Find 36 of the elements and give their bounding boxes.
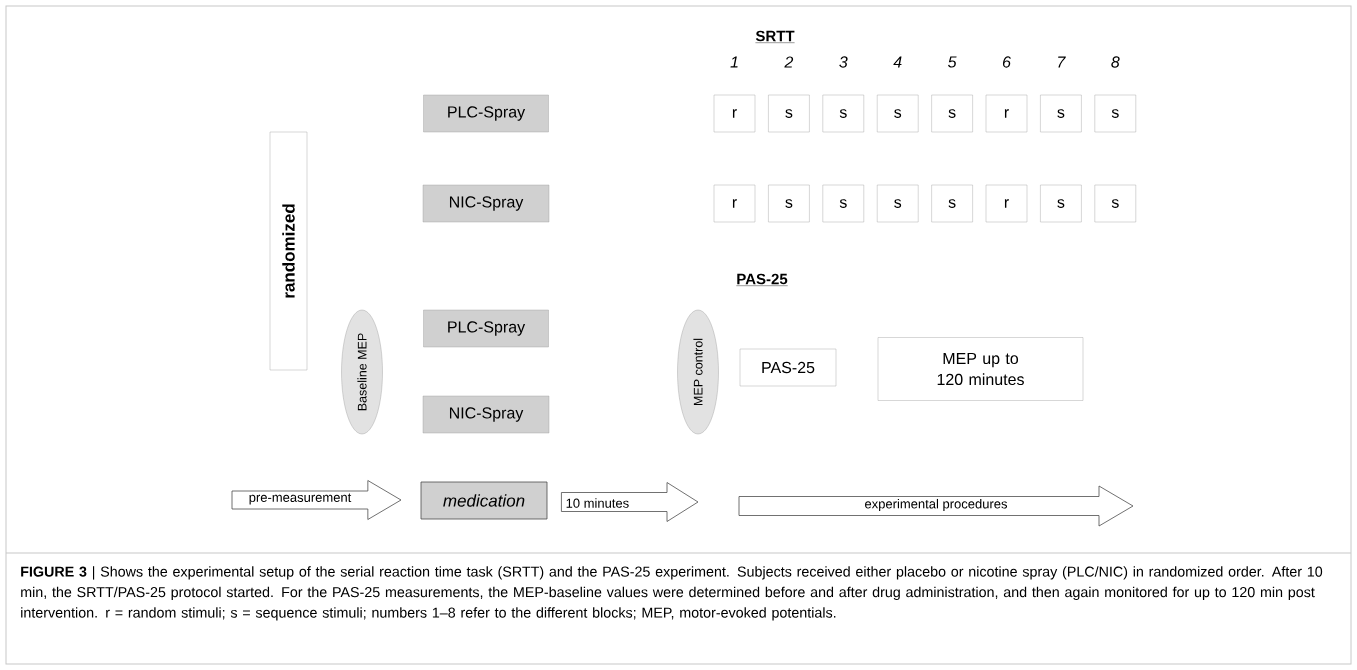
block-box: s xyxy=(877,184,919,223)
block-box: s xyxy=(822,184,864,223)
block-number: 4 xyxy=(893,56,902,68)
block-box: r xyxy=(713,94,756,133)
randomized-box: randomized xyxy=(269,131,308,371)
block-box: r xyxy=(985,94,1028,133)
block-box: s xyxy=(1094,184,1136,223)
block-box: s xyxy=(768,184,810,223)
block-box: s xyxy=(1040,184,1082,223)
edge-label: 10 minutes xyxy=(564,497,631,509)
block-box: s xyxy=(822,94,864,133)
section-heading: PAS-25 xyxy=(736,273,788,286)
block-number: 7 xyxy=(1058,56,1066,68)
medication-box: medication xyxy=(420,481,548,520)
block-box: s xyxy=(931,94,973,133)
block-number: 5 xyxy=(948,56,957,68)
spray-box: PLC-Spray xyxy=(423,309,549,348)
block-box: s xyxy=(768,94,810,133)
spray-box: PLC-Spray xyxy=(423,94,549,133)
block-number: 8 xyxy=(1111,56,1120,68)
block-number: 2 xyxy=(784,56,794,68)
block-box: s xyxy=(877,94,919,133)
process-box: PAS-25 xyxy=(739,348,837,387)
block-number: 1 xyxy=(730,56,738,68)
process-box: MEP up to 120 minutes xyxy=(877,337,1084,401)
caption: FIGURE 3 | Shows the experimental setup of the serial reaction time task (SRTT) and the PAS-25 experiment. Subjects received either placebo or nicotine spray (PLC/NIC) in randomized order. After 10 min, the SRTT/PAS-25 protocol started. For the PAS-25 measurements, the MEP-baseline values were determined before and after drug administration, and then again monitored for up to 120 min post intervention. r = random stimuli; s = sequence stimuli; numbers 1–8 refer to the different blocks; MEP, motor-evoked potentials. xyxy=(21,566,1323,621)
section-heading: SRTT xyxy=(755,30,795,43)
spray-box: NIC-Spray xyxy=(422,184,550,223)
block-box: r xyxy=(713,184,756,223)
block-box: s xyxy=(1094,94,1136,133)
block-number: 3 xyxy=(839,56,848,68)
block-number: 6 xyxy=(1002,56,1011,68)
block-box: s xyxy=(931,184,973,223)
spray-box: NIC-Spray xyxy=(422,395,550,434)
block-box: r xyxy=(985,184,1028,223)
block-box: s xyxy=(1040,94,1082,133)
